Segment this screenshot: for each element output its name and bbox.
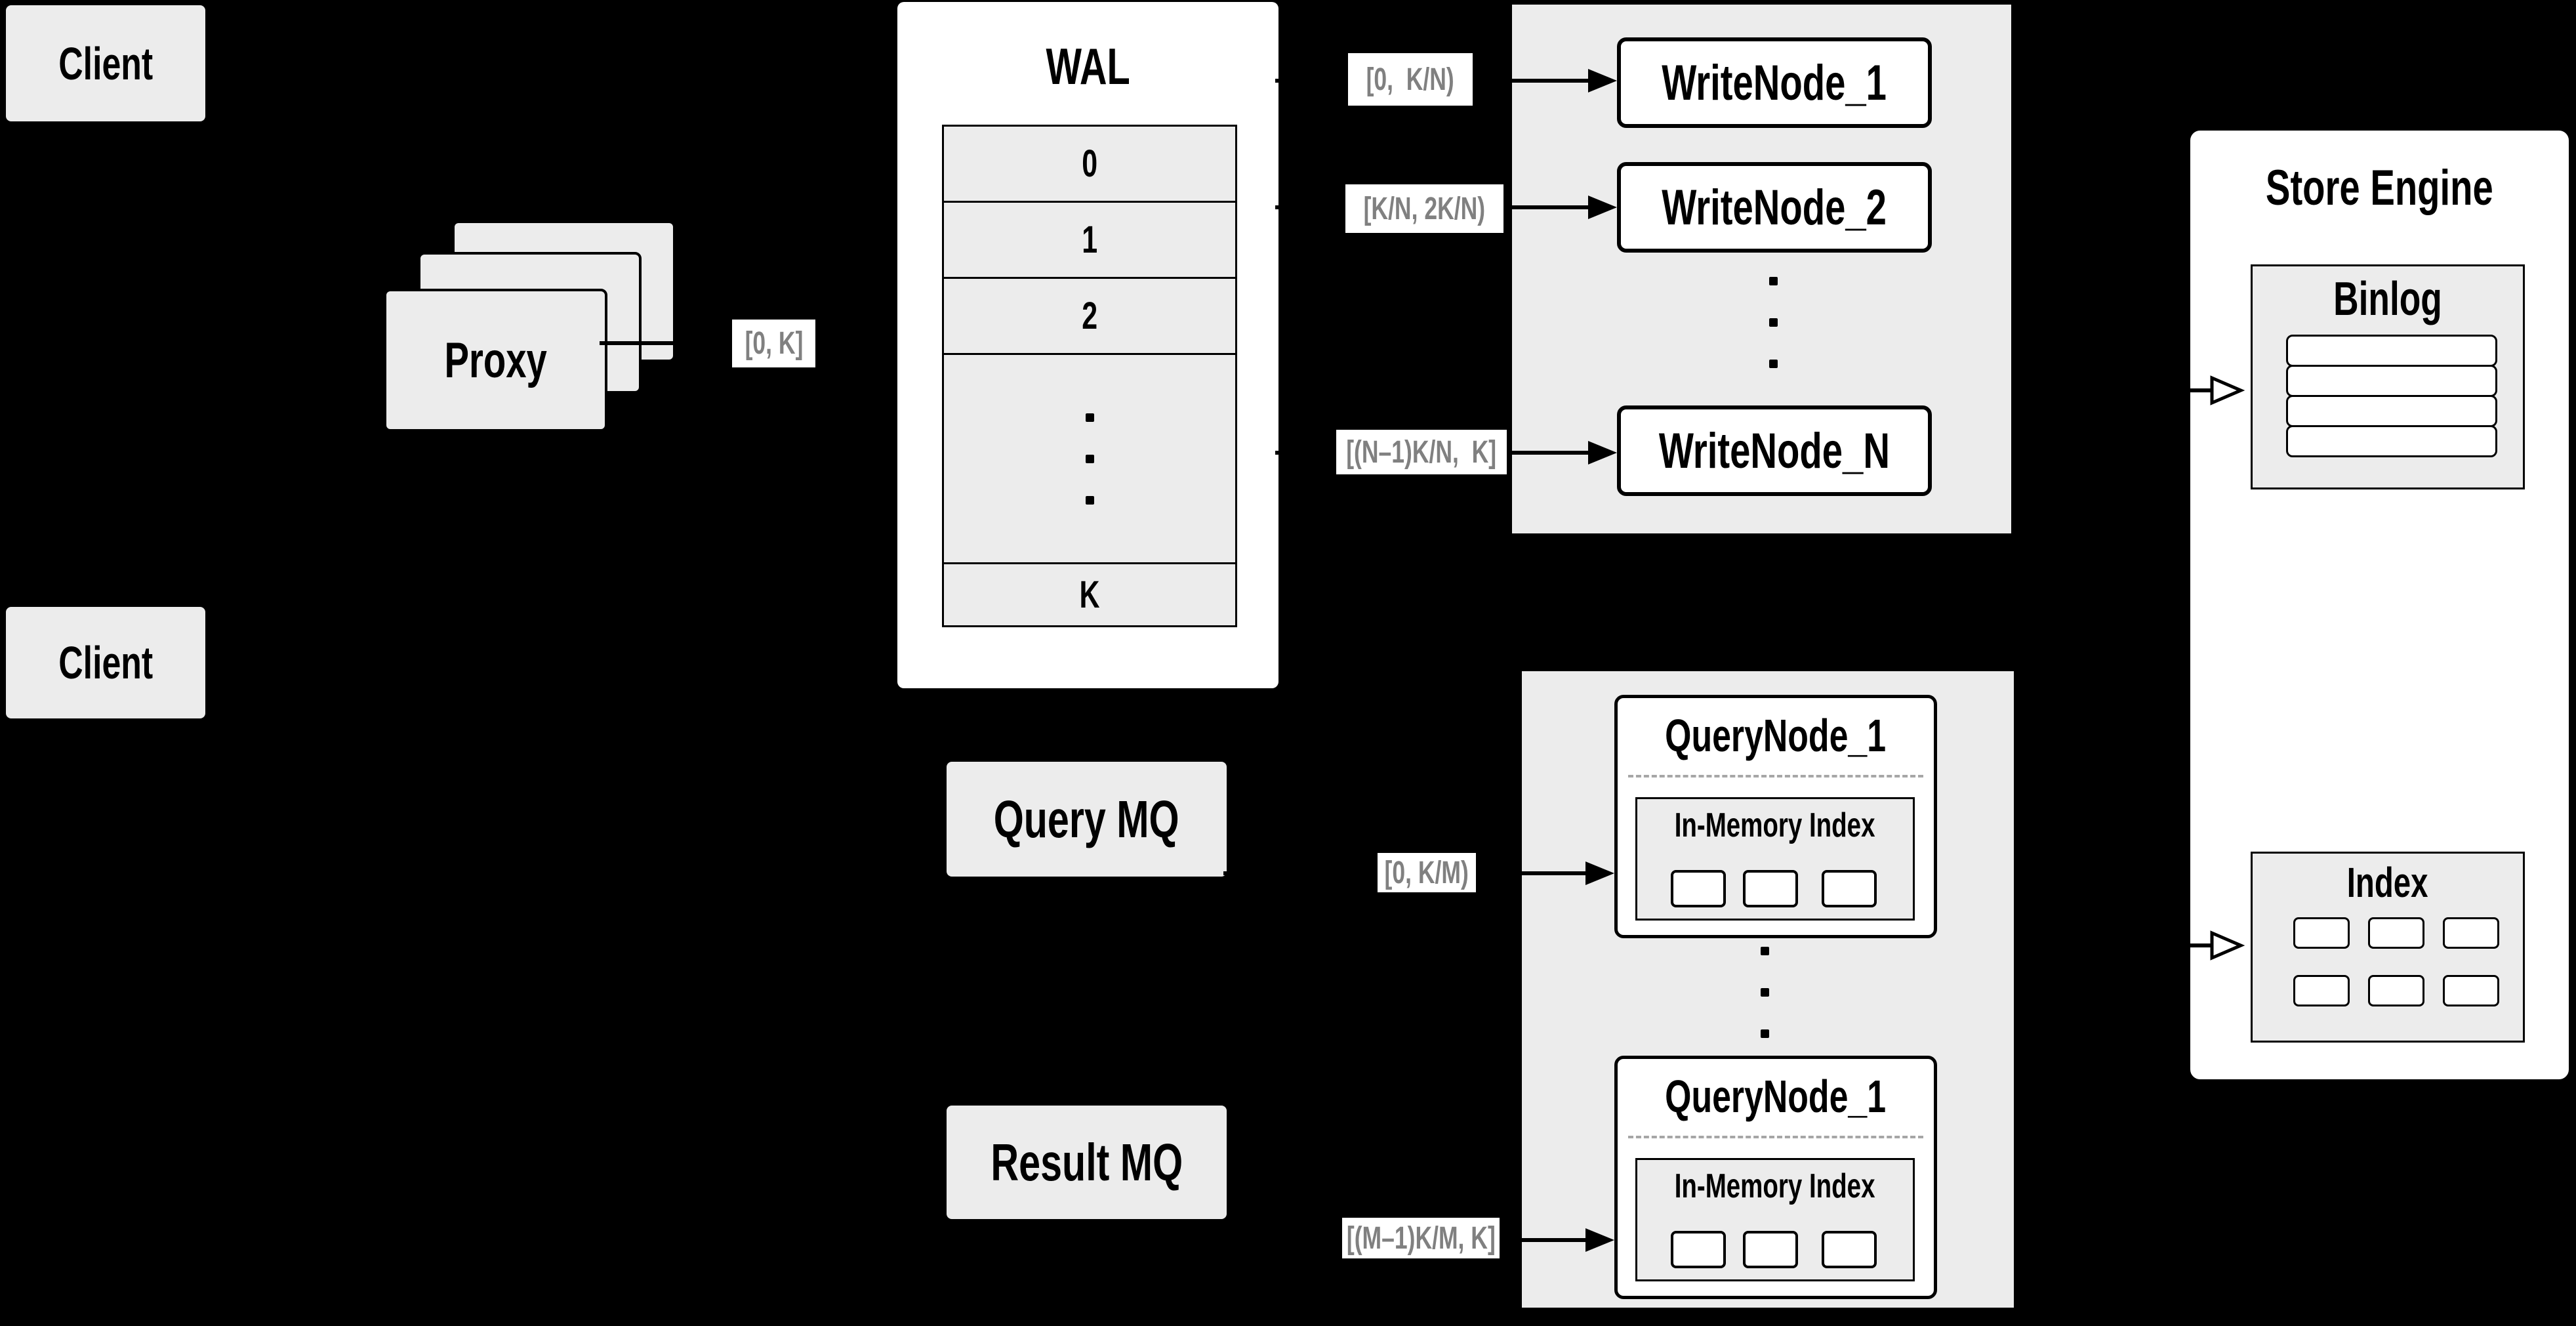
- wal-segment-row-k: K: [944, 564, 1235, 625]
- ellipsis-dot: [1761, 1029, 1769, 1038]
- query-node-panel: QueryNode_1 In-Memory Index QueryNode_1 …: [1522, 671, 2014, 1308]
- query-node-bottom-title: QueryNode_1: [1665, 1071, 1887, 1122]
- query-node-top-title: QueryNode_1: [1665, 710, 1887, 761]
- query-node-ellipsis-dots: [1761, 947, 1769, 1038]
- wal-ellipsis-row: [944, 355, 1235, 564]
- index-cell: [2443, 975, 2499, 1006]
- ellipsis-dot: [1085, 495, 1094, 505]
- in-memory-index-top-label: In-Memory Index: [1675, 806, 1875, 844]
- query-mq-label: Query MQ: [994, 789, 1179, 848]
- memory-segment-cell: [1671, 1231, 1726, 1268]
- query-mq-box: Query MQ: [947, 762, 1227, 877]
- proxy-card-front: Proxy: [384, 289, 607, 432]
- binlog-row-bar: [2286, 395, 2497, 427]
- index-cell: [2443, 917, 2499, 949]
- range-label-query-1: [0, K/M): [1378, 853, 1476, 892]
- in-memory-index-bottom-label: In-Memory Index: [1675, 1167, 1875, 1205]
- binlog-row-bar: [2286, 365, 2497, 397]
- wal-box: WAL 0 1 2 K: [897, 2, 1278, 688]
- wal-segment-row-0: 0: [944, 127, 1235, 203]
- client-top-box: Client: [6, 5, 205, 121]
- write-node-n-box: WriteNode_N: [1617, 405, 1932, 496]
- client-top-label: Client: [58, 37, 153, 89]
- range-label-proxy-out: [0, K]: [732, 320, 815, 367]
- proxy-label: Proxy: [444, 332, 547, 388]
- memory-segment-cell: [1743, 870, 1798, 907]
- ellipsis-dot: [1761, 988, 1769, 997]
- ellipsis-dot: [1769, 277, 1778, 285]
- proxy-stack: Proxy: [384, 220, 676, 432]
- binlog-title: Binlog: [2333, 273, 2442, 325]
- ellipsis-dot: [1761, 947, 1769, 955]
- write-node-panel: WriteNode_1 WriteNode_2 WriteNode_N: [1512, 5, 2011, 533]
- in-memory-index-top-box: In-Memory Index: [1635, 797, 1915, 921]
- wal-segment-row-2: 2: [944, 279, 1235, 355]
- query-node-top-box: QueryNode_1 In-Memory Index: [1614, 695, 1937, 938]
- memory-segment-cell: [1822, 1231, 1877, 1268]
- memory-segment-cell: [1743, 1231, 1798, 1268]
- index-box: Index: [2251, 852, 2525, 1043]
- write-node-2-box: WriteNode_2: [1617, 162, 1932, 253]
- ellipsis-dot: [1769, 360, 1778, 368]
- wal-segment-table: 0 1 2 K: [942, 125, 1237, 627]
- store-engine-box: Store Engine Binlog Index: [2188, 129, 2571, 1081]
- wal-title: WAL: [1046, 37, 1130, 95]
- write-node-ellipsis-dots: [1769, 277, 1778, 368]
- binlog-rows: [2286, 335, 2497, 457]
- wal-ellipsis-dots: [1085, 413, 1094, 505]
- client-bottom-box: Client: [6, 607, 205, 718]
- ellipsis-dot: [1085, 454, 1094, 463]
- client-bottom-label: Client: [58, 637, 153, 688]
- store-engine-title: Store Engine: [2266, 159, 2493, 216]
- result-mq-label: Result MQ: [991, 1132, 1183, 1191]
- index-cell: [2368, 917, 2424, 949]
- ellipsis-dot: [1769, 318, 1778, 327]
- memory-segment-cell: [1822, 870, 1877, 907]
- query-node-bottom-divider: [1628, 1136, 1923, 1138]
- binlog-row-bar: [2286, 335, 2497, 367]
- query-node-top-divider: [1628, 775, 1923, 777]
- memory-segment-cell: [1671, 870, 1726, 907]
- index-cell: [2293, 975, 2350, 1006]
- range-label-query-m: [(M–1)K/M, K]: [1342, 1218, 1500, 1258]
- ellipsis-dot: [1085, 413, 1094, 422]
- result-mq-box: Result MQ: [947, 1106, 1227, 1219]
- index-cell: [2293, 917, 2350, 949]
- write-node-1-box: WriteNode_1: [1617, 37, 1932, 128]
- range-label-write-n: [(N–1)K/N, K]: [1336, 430, 1507, 474]
- index-title: Index: [2347, 859, 2428, 906]
- range-label-write-2: [K/N, 2K/N): [1345, 184, 1503, 233]
- wal-segment-row-1: 1: [944, 203, 1235, 279]
- binlog-row-bar: [2286, 425, 2497, 457]
- binlog-box: Binlog: [2251, 264, 2525, 489]
- index-cell: [2368, 975, 2424, 1006]
- query-node-bottom-box: QueryNode_1 In-Memory Index: [1614, 1056, 1937, 1299]
- range-label-write-1: [0, K/N): [1348, 53, 1473, 106]
- in-memory-index-bottom-box: In-Memory Index: [1635, 1158, 1915, 1281]
